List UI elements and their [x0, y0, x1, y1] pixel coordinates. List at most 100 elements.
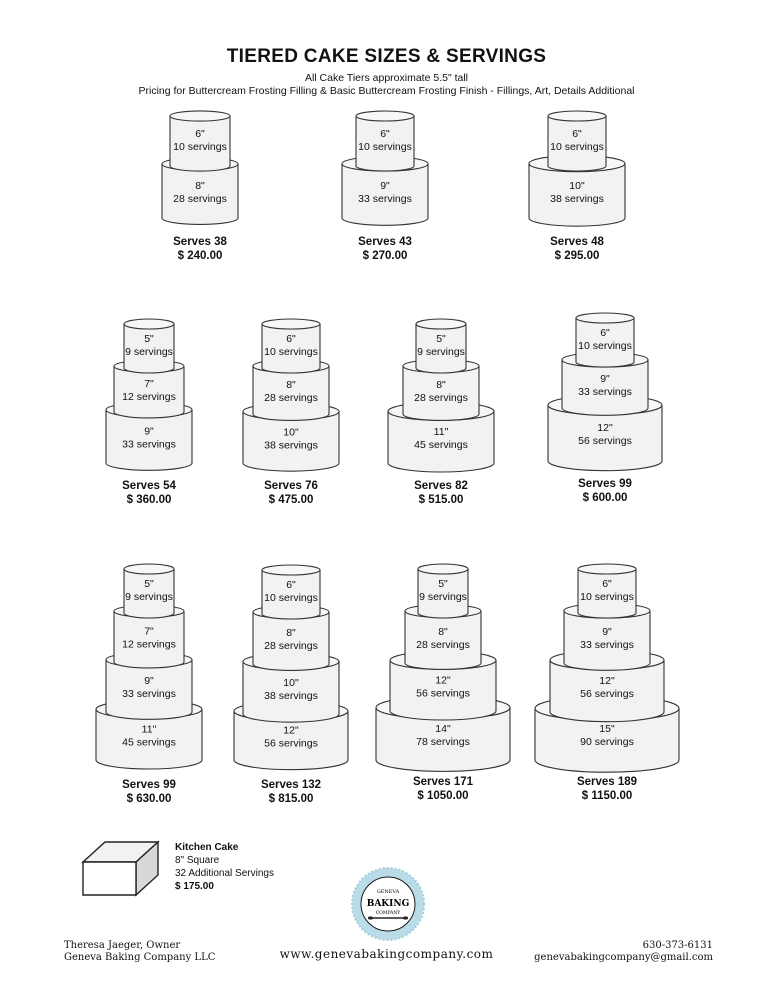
footer-website[interactable]: www.genevabakingcompany.com [279, 947, 494, 961]
tier-size-label: 8" [438, 626, 448, 638]
tier-servings-label: 9 servings [125, 591, 173, 603]
kitchen-cake-size: 8" Square [175, 855, 220, 866]
logo-line-2: BAKING [367, 899, 410, 909]
cake-tier: 6"10 servings [547, 110, 607, 172]
tier-servings-label: 56 servings [416, 688, 470, 700]
cake-price-label: $ 1150.00 [582, 790, 633, 802]
logo-line-1: GENEVA [377, 889, 400, 895]
cake-tier: 6"10 servings [577, 563, 637, 619]
tier-size-label: 9" [380, 180, 390, 192]
cake-tier: 5"9 servings [123, 563, 175, 619]
cake-serves-label: Serves 99 [122, 779, 176, 791]
tier-size-label: 6" [572, 128, 582, 140]
tier-size-label: 9" [144, 675, 154, 687]
cake-serves-label: Serves 76 [264, 480, 318, 492]
cake-serves-label: Serves 132 [261, 779, 321, 791]
tier-size-label: 12" [599, 675, 615, 687]
tier-size-label: 5" [438, 578, 448, 590]
tier-servings-label: 33 servings [358, 193, 412, 205]
kitchen-cake-title: Kitchen Cake [175, 842, 239, 853]
footer-owner-block: Theresa Jaeger, Owner Geneva Baking Comp… [64, 940, 215, 964]
tier-servings-label: 78 servings [416, 736, 470, 748]
tier-size-label: 10" [569, 180, 585, 192]
cake-tier: 6"10 servings [169, 110, 231, 172]
tier-servings-label: 9 servings [125, 346, 173, 358]
cake-tier: 6"10 servings [261, 564, 321, 620]
tier-servings-label: 10 servings [264, 346, 318, 358]
tier-size-label: 8" [436, 379, 446, 391]
tier-servings-label: 28 servings [264, 640, 318, 652]
cake-tier: 5"9 servings [415, 318, 467, 374]
cake-tier: 6"10 servings [575, 312, 635, 368]
tier-size-label: 12" [435, 675, 451, 687]
tier-size-label: 9" [144, 425, 154, 437]
tier-servings-label: 28 servings [173, 193, 227, 205]
cake-serves-label: Serves 43 [358, 236, 412, 248]
cake-serves-label: Serves 171 [413, 776, 474, 788]
footer-email[interactable]: genevabakingcompany@gmail.com [534, 952, 713, 963]
cake-price-label: $ 1050.00 [417, 790, 468, 802]
kitchen-cake-box-icon [81, 840, 160, 897]
tier-servings-label: 9 servings [417, 346, 465, 358]
tier-servings-label: 33 servings [122, 438, 176, 450]
tier-size-label: 8" [286, 627, 296, 639]
tier-servings-label: 10 servings [358, 141, 412, 153]
tier-size-label: 12" [597, 422, 613, 434]
tier-servings-label: 45 servings [122, 737, 176, 749]
tier-size-label: 7" [144, 378, 154, 390]
tier-size-label: 14" [435, 723, 451, 735]
cake-serves-label: Serves 48 [550, 236, 604, 248]
logo-line-3: COMPANY [376, 910, 402, 916]
cake-price-label: $ 600.00 [583, 492, 628, 504]
cake-price-label: $ 295.00 [555, 250, 600, 262]
tier-servings-label: 10 servings [173, 141, 227, 153]
tier-servings-label: 90 servings [580, 736, 634, 748]
tier-servings-label: 33 servings [578, 386, 632, 398]
tier-size-label: 11" [434, 426, 449, 438]
cake-price-label: $ 475.00 [269, 494, 314, 506]
tier-size-label: 6" [286, 579, 296, 591]
tier-size-label: 6" [602, 578, 612, 590]
subtitle-pricing-note: Pricing for Buttercream Frosting Filling… [138, 85, 635, 97]
tier-size-label: 5" [144, 578, 154, 590]
tier-size-label: 9" [602, 626, 612, 638]
tier-size-label: 11" [142, 724, 157, 736]
tier-size-label: 6" [600, 327, 610, 339]
tier-size-label: 5" [436, 333, 446, 345]
tier-servings-label: 33 servings [580, 639, 634, 651]
kitchen-cake-price: $ 175.00 [175, 881, 214, 892]
tier-servings-label: 45 servings [414, 439, 468, 451]
subtitle-tier-height: All Cake Tiers approximate 5.5" tall [304, 72, 469, 84]
cake-price-label: $ 240.00 [178, 250, 223, 262]
tier-servings-label: 12 servings [122, 391, 176, 403]
tier-size-label: 10" [283, 677, 299, 689]
tier-size-label: 15" [599, 723, 615, 735]
tier-servings-label: 33 servings [122, 688, 176, 700]
tier-size-label: 8" [286, 379, 296, 391]
tier-size-label: 6" [286, 333, 296, 345]
geneva-baking-company-logo: GENEVA BAKING COMPANY [351, 867, 425, 941]
tier-servings-label: 10 servings [580, 591, 634, 603]
tier-servings-label: 56 servings [580, 688, 634, 700]
footer-phone: 630-373-6131 [642, 940, 713, 951]
tier-servings-label: 9 servings [419, 591, 467, 603]
tier-servings-label: 38 servings [264, 690, 318, 702]
tier-size-label: 8" [195, 180, 205, 192]
footer-contact-block: 630-373-6131 genevabakingcompany@gmail.c… [534, 940, 713, 964]
tier-servings-label: 10 servings [264, 592, 318, 604]
cake-price-label: $ 630.00 [127, 793, 172, 805]
tier-servings-label: 28 servings [414, 392, 468, 404]
tier-size-label: 9" [600, 373, 610, 385]
tier-servings-label: 28 servings [264, 392, 318, 404]
tier-size-label: 6" [195, 128, 205, 140]
